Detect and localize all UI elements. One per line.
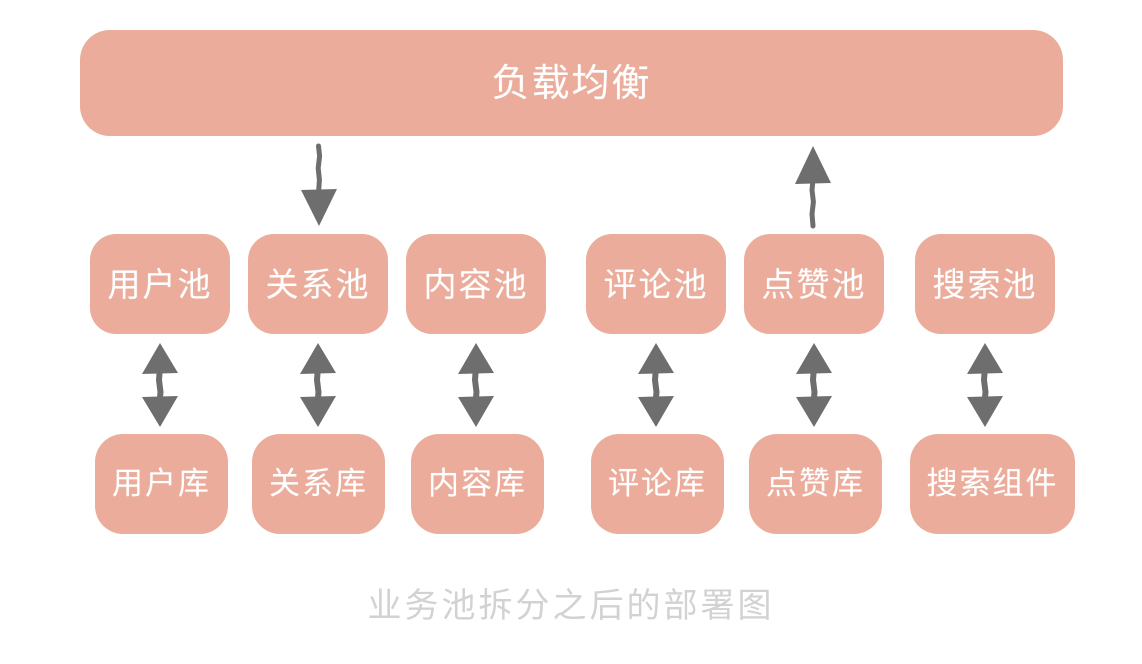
arrow-lb-to-pool-down: [301, 143, 337, 226]
load-balancer-node: 负载均衡: [80, 30, 1063, 136]
db-node-4-label: 评论库: [608, 465, 707, 502]
arrow-pool-db-1: [142, 343, 178, 427]
pool-node-3: 内容池: [406, 234, 546, 334]
db-node-2: 关系库: [252, 434, 385, 534]
pool-node-3-label: 内容池: [423, 264, 529, 304]
pool-node-5: 点赞池: [744, 234, 884, 334]
db-node-2-label: 关系库: [269, 465, 368, 502]
db-node-5: 点赞库: [749, 434, 882, 534]
db-node-3: 内容库: [411, 434, 544, 534]
arrow-pool-db-3: [458, 343, 494, 427]
db-node-6: 搜索组件: [910, 434, 1075, 534]
arrow-pool-db-6: [967, 343, 1003, 427]
db-node-1: 用户库: [95, 434, 228, 534]
arrow-pool-db-2: [300, 343, 336, 427]
pool-node-2-label: 关系池: [265, 264, 371, 304]
db-node-3-label: 内容库: [428, 465, 527, 502]
db-node-5-label: 点赞库: [766, 465, 865, 502]
diagram-caption: 业务池拆分之后的部署图: [367, 586, 775, 626]
arrow-pool-db-5: [796, 343, 832, 427]
database-row: 用户库 关系库 内容库 评论库 点赞库 搜索组件: [0, 434, 1142, 534]
pool-node-2: 关系池: [248, 234, 388, 334]
db-node-4: 评论库: [591, 434, 724, 534]
db-node-6-label: 搜索组件: [926, 465, 1059, 502]
pool-node-6: 搜索池: [915, 234, 1055, 334]
pool-node-4-label: 评论池: [603, 264, 709, 304]
pool-node-6-label: 搜索池: [932, 264, 1038, 304]
pool-node-1-label: 用户池: [107, 264, 213, 304]
arrow-pool-db-4: [638, 343, 674, 427]
db-node-1-label: 用户库: [112, 465, 211, 502]
pool-row: 用户池 关系池 内容池 评论池 点赞池 搜索池: [0, 234, 1142, 334]
load-balancer-label: 负载均衡: [491, 61, 652, 105]
pool-node-4: 评论池: [586, 234, 726, 334]
pool-node-5-label: 点赞池: [761, 264, 867, 304]
pool-node-1: 用户池: [90, 234, 230, 334]
arrow-pool-to-lb-up: [795, 146, 831, 229]
